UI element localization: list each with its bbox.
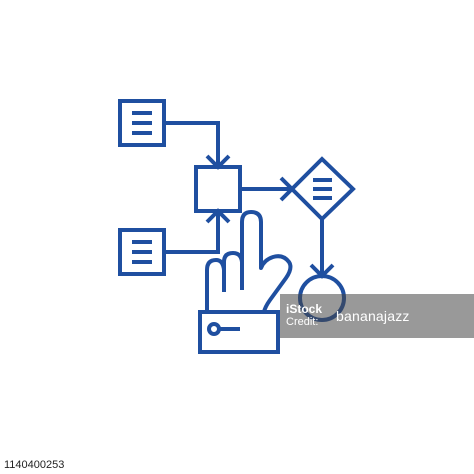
- watermark-credit: bananajazz: [336, 308, 410, 324]
- bottom-document-icon: [118, 228, 166, 276]
- end-connector-arrow: [309, 219, 335, 279]
- top-connector-arrow: [164, 121, 231, 170]
- watermark-credit-label: Credit:: [286, 316, 319, 328]
- sleeve-cuff-icon: [198, 310, 280, 354]
- watermark-logo-text: iStock: [286, 302, 323, 316]
- bottom-connector-arrow: [164, 208, 231, 254]
- decision-connector-arrow: [240, 176, 295, 202]
- pointing-hand-icon: [205, 210, 293, 313]
- watermark-logo: iStock Credit:: [280, 294, 330, 338]
- process-box-icon: [194, 165, 242, 213]
- top-document-icon: [118, 99, 166, 147]
- decision-diamond-icon: [289, 156, 356, 222]
- image-id-label: 1140400253: [0, 457, 69, 474]
- watermark-banner: iStock Credit: bananajazz: [280, 294, 474, 338]
